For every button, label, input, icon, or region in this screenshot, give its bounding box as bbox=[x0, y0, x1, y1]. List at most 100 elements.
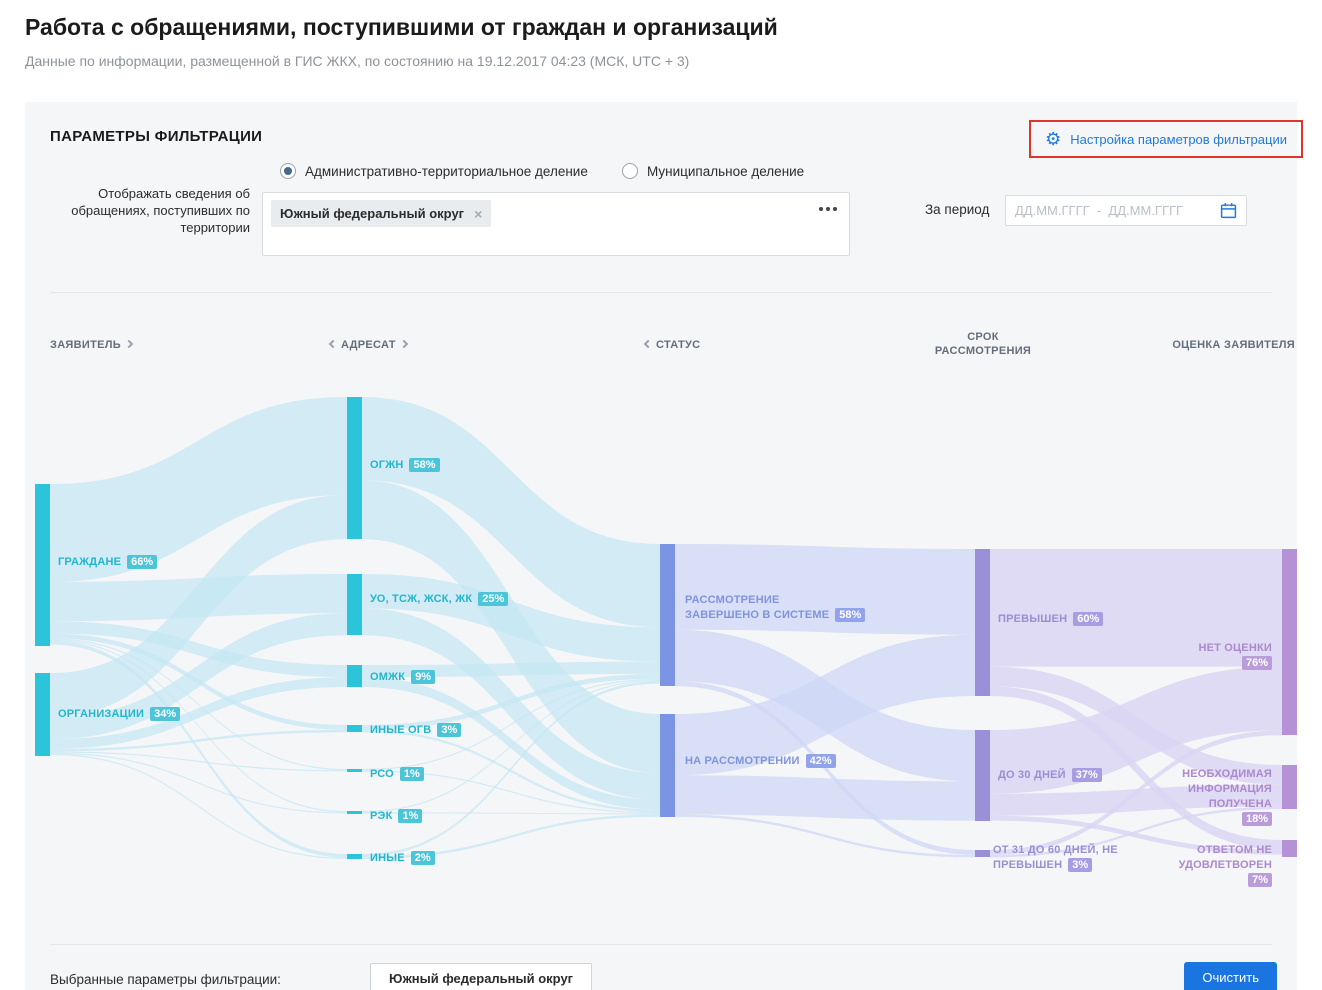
sankey-percent-badge: 2% bbox=[410, 850, 435, 865]
sankey-node-ot31do60[interactable] bbox=[975, 850, 990, 858]
sankey-label-text: НЕТ ОЦЕНКИ bbox=[1198, 641, 1272, 654]
sankey-chart: ГРАЖДАНЕ 66% ОРГАНИЗАЦИИ 34% ОГЖН 58% УО, ТСЖ,… bbox=[25, 314, 1297, 934]
filters-title: ПАРАМЕТРЫ ФИЛЬТРАЦИИ bbox=[50, 128, 263, 145]
sankey-node-net_ocenki[interactable] bbox=[1282, 549, 1297, 736]
sankey-node-organizacii[interactable] bbox=[35, 673, 50, 757]
sankey-percent-badge: 60% bbox=[1073, 611, 1104, 626]
sankey-label-text: ОРГАНИЗАЦИИ bbox=[58, 707, 145, 720]
sankey-label-do30: ДО 30 ДНЕЙ 37% bbox=[998, 767, 1102, 782]
sankey-label-uo: УО, ТСЖ, ЖСК, ЖК 25% bbox=[370, 591, 509, 606]
clear-button[interactable]: Очистить bbox=[1184, 962, 1277, 990]
sankey-percent-badge: 66% bbox=[127, 554, 158, 569]
period-label: За период bbox=[925, 202, 990, 217]
territory-label: Отображать сведения об обращениях, посту… bbox=[71, 186, 250, 235]
remove-tag-icon[interactable]: × bbox=[474, 205, 483, 222]
column-label: СРОК РАССМОТРЕНИЯ bbox=[934, 331, 1032, 357]
column-header-adresat: АДРЕСАТ bbox=[325, 339, 412, 351]
radio-label: Административно-территориальное деление bbox=[305, 163, 588, 179]
calendar-icon[interactable] bbox=[1220, 202, 1237, 219]
sankey-node-na_rassm[interactable] bbox=[660, 714, 675, 817]
sankey-node-rek[interactable] bbox=[347, 811, 362, 814]
sankey-label-text: РЭК bbox=[370, 809, 393, 822]
sankey-flow-zaversheno-ot31do60 bbox=[675, 681, 975, 855]
sankey-label-text: РСО bbox=[370, 767, 394, 780]
column-label: СТАТУС bbox=[656, 339, 701, 351]
sankey-label-text: ИНЫЕ bbox=[370, 851, 405, 864]
sankey-percent-badge: 37% bbox=[1071, 767, 1102, 782]
page-subtitle: Данные по информации, размещенной в ГИС … bbox=[25, 53, 690, 69]
sankey-node-ne_udovl[interactable] bbox=[1282, 840, 1297, 858]
sankey-label-text: ДО 30 ДНЕЙ bbox=[998, 768, 1066, 781]
sankey-node-uo[interactable] bbox=[347, 574, 362, 636]
sankey-label-text: ОМЖК bbox=[370, 670, 406, 683]
sankey-label-rso: РСО 1% bbox=[370, 766, 424, 781]
radio-button-icon[interactable] bbox=[622, 163, 638, 179]
sankey-flow-organizacii-rek bbox=[50, 752, 347, 814]
sankey-node-rso[interactable] bbox=[347, 769, 362, 772]
sankey-node-zaversheno[interactable] bbox=[660, 544, 675, 687]
sankey-label-text: РАССМОТРЕНИЕ bbox=[685, 593, 780, 606]
radio-administrative-division[interactable]: Административно-территориальное деление bbox=[280, 163, 588, 179]
sankey-flow-omzhk-na_rassm bbox=[362, 677, 660, 810]
sankey-percent-badge: 34% bbox=[150, 706, 181, 721]
radio-label: Муниципальное деление bbox=[647, 163, 805, 179]
sankey-percent-badge: 3% bbox=[437, 722, 462, 737]
territory-input[interactable]: Южный федеральный округ × bbox=[262, 192, 850, 256]
sankey-percent-badge: 1% bbox=[398, 808, 423, 823]
column-header-ocenka: ОЦЕНКА ЗАЯВИТЕЛЯ bbox=[1172, 339, 1295, 351]
selected-filter-tag[interactable]: Южный федеральный округ bbox=[370, 963, 593, 990]
sankey-flow-na_rassm-ot31do60 bbox=[675, 814, 975, 858]
sankey-label-text: ОГЖН bbox=[370, 458, 404, 471]
territory-tag[interactable]: Южный федеральный округ × bbox=[271, 200, 492, 227]
sankey-node-do30[interactable] bbox=[975, 730, 990, 821]
sankey-label-text: ПОЛУЧЕНА bbox=[1208, 797, 1272, 810]
sankey-label-text: ОТВЕТОМ НЕ bbox=[1196, 843, 1272, 856]
gear-icon[interactable]: ⚙ bbox=[1045, 129, 1062, 149]
sankey-node-ogzhn[interactable] bbox=[347, 397, 362, 540]
radio-button-icon[interactable] bbox=[280, 163, 296, 179]
period-input-wrap bbox=[1005, 195, 1247, 226]
sankey-label-text: ОТ 31 ДО 60 ДНЕЙ, НЕ bbox=[993, 843, 1118, 856]
page-title: Работа с обращениями, поступившими от гр… bbox=[25, 14, 778, 40]
divider bbox=[50, 292, 1272, 293]
divider bbox=[50, 944, 1272, 945]
sankey-flow-na_rassm-do30 bbox=[675, 775, 975, 821]
sankey-node-inye_ogv[interactable] bbox=[347, 725, 362, 733]
sankey-label-text: УО, ТСЖ, ЖСК, ЖК bbox=[370, 592, 473, 605]
sankey-label-text: НА РАССМОТРЕНИИ bbox=[685, 754, 800, 767]
sankey-flow-uo-zaversheno bbox=[362, 574, 660, 662]
sankey-label-grazhdane: ГРАЖДАНЕ 66% bbox=[58, 554, 158, 569]
sankey-label-prevyshen: ПРЕВЫШЕН 60% bbox=[998, 611, 1104, 626]
sankey-node-info[interactable] bbox=[1282, 765, 1297, 810]
sankey-flow-organizacii-inye bbox=[50, 753, 347, 859]
sankey-label-text: ПРЕВЫШЕН bbox=[993, 858, 1063, 871]
sankey-label-text: ИНФОРМАЦИЯ bbox=[1188, 782, 1272, 795]
settings-link[interactable]: Настройка параметров фильтрации bbox=[1070, 131, 1287, 147]
sankey-percent-badge: 25% bbox=[478, 591, 509, 606]
sankey-flow-organizacii-ogzhn bbox=[50, 495, 347, 718]
sankey-percent-badge: 7% bbox=[1248, 872, 1272, 887]
sankey-label-inye: ИНЫЕ 2% bbox=[370, 850, 435, 865]
sankey-percent-badge: 1% bbox=[399, 766, 424, 781]
sankey-percent-badge: 42% bbox=[805, 753, 836, 768]
radio-municipal-division[interactable]: Муниципальное деление bbox=[622, 163, 804, 179]
sankey-node-inye[interactable] bbox=[347, 854, 362, 859]
column-label: АДРЕСАТ bbox=[341, 339, 396, 351]
sankey-node-grazhdane[interactable] bbox=[35, 484, 50, 646]
sankey-node-omzhk[interactable] bbox=[347, 665, 362, 688]
period-input[interactable] bbox=[1015, 203, 1220, 218]
column-label: ЗАЯВИТЕЛЬ bbox=[50, 339, 121, 351]
column-label: ОЦЕНКА ЗАЯВИТЕЛЯ bbox=[1172, 339, 1295, 351]
sankey-label-text: ПРЕВЫШЕН bbox=[998, 612, 1068, 625]
sankey-label-na_rassm: НА РАССМОТРЕНИИ 42% bbox=[685, 753, 836, 768]
sankey-label-text: ИНЫЕ ОГВ bbox=[370, 723, 432, 736]
sankey-label-text: ГРАЖДАНЕ bbox=[58, 555, 122, 568]
sankey-percent-badge: 58% bbox=[835, 607, 866, 622]
more-options-icon[interactable] bbox=[819, 207, 837, 211]
sankey-node-prevyshen[interactable] bbox=[975, 549, 990, 696]
